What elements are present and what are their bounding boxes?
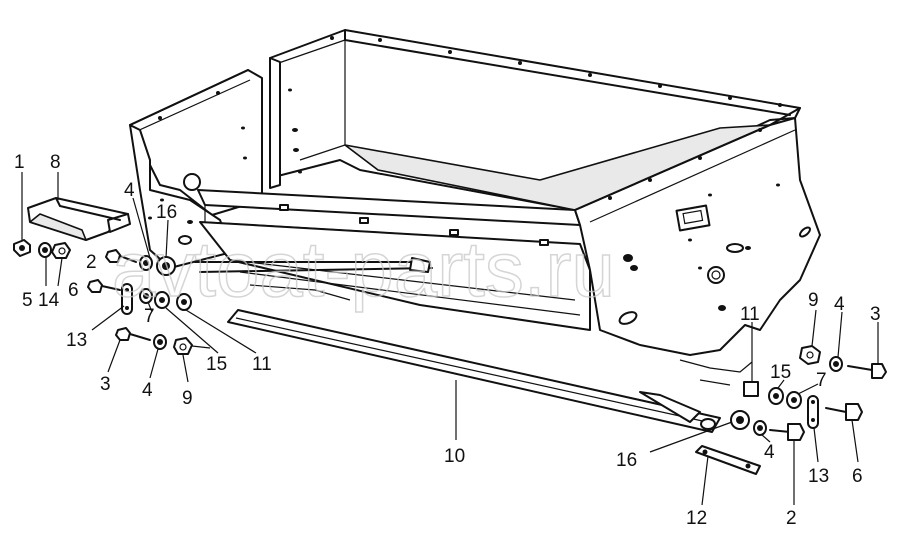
bushing-part-11b xyxy=(743,381,759,397)
callout-labels: 1 8 4 16 2 6 5 14 7 13 15 11 3 4 9 10 11… xyxy=(14,152,881,529)
long-bar-part-10 xyxy=(227,309,721,433)
link-part-13b xyxy=(807,395,819,429)
right-fasteners xyxy=(679,345,887,475)
callout-4: 4 xyxy=(124,180,135,201)
washer-part-4b xyxy=(153,334,167,350)
callout-3: 3 xyxy=(870,304,881,325)
washer-part-4a xyxy=(139,255,153,271)
callout-4: 4 xyxy=(142,380,153,401)
washer-part-7b xyxy=(786,391,802,409)
callout-14: 14 xyxy=(38,290,60,311)
callout-15: 15 xyxy=(770,362,791,383)
callout-13: 13 xyxy=(66,330,87,351)
callout-7: 7 xyxy=(144,306,155,327)
watermark: avtoat-parts.ru xyxy=(112,225,615,313)
strap-part-12 xyxy=(695,445,761,475)
spacer-part-15a xyxy=(154,291,170,309)
washer-part-7a xyxy=(139,288,153,304)
bolt-part-2b xyxy=(769,423,805,441)
callout-2: 2 xyxy=(786,508,797,529)
callout-12: 12 xyxy=(686,508,707,529)
callout-10: 10 xyxy=(444,446,465,467)
bolt-part-2a xyxy=(105,249,137,263)
cover-plate-part-8 xyxy=(27,197,131,241)
left-fasteners xyxy=(13,239,211,355)
washer-part-4d xyxy=(753,420,767,436)
callout-6: 6 xyxy=(68,280,79,301)
callout-3: 3 xyxy=(100,374,111,395)
callout-4: 4 xyxy=(764,442,775,463)
leader-lines xyxy=(21,172,879,506)
bolt-part-6b xyxy=(825,403,863,421)
callout-5: 5 xyxy=(22,290,33,311)
washer-part-5 xyxy=(38,242,52,258)
callout-2: 2 xyxy=(86,252,97,273)
callout-6: 6 xyxy=(852,466,863,487)
callout-16: 16 xyxy=(156,202,177,223)
callout-9: 9 xyxy=(808,290,819,311)
nut-part-14 xyxy=(51,242,71,259)
callout-16: 16 xyxy=(616,450,637,471)
bolt-part-3b xyxy=(847,363,887,379)
callout-4: 4 xyxy=(834,294,845,315)
callout-15: 15 xyxy=(206,354,227,375)
spacer-part-15b xyxy=(768,387,784,405)
callout-9: 9 xyxy=(182,388,193,409)
callout-13: 13 xyxy=(808,466,829,487)
box-body xyxy=(129,29,821,356)
nut-part-9a xyxy=(173,337,211,355)
bushing-part-11a xyxy=(176,293,192,311)
bushing-part-16b xyxy=(730,410,750,430)
bolt-part-1 xyxy=(13,239,31,257)
callout-11: 11 xyxy=(252,354,272,375)
callout-11: 11 xyxy=(740,304,760,325)
bolt-part-6a xyxy=(87,279,121,293)
left-rod xyxy=(194,257,433,301)
link-part-13a xyxy=(121,283,133,315)
bolt-part-3a xyxy=(115,327,151,341)
callout-1: 1 xyxy=(14,152,25,173)
callout-8: 8 xyxy=(50,152,61,173)
nut-part-9b xyxy=(799,345,821,365)
callout-7: 7 xyxy=(816,370,827,391)
washer-part-4c xyxy=(829,356,843,372)
